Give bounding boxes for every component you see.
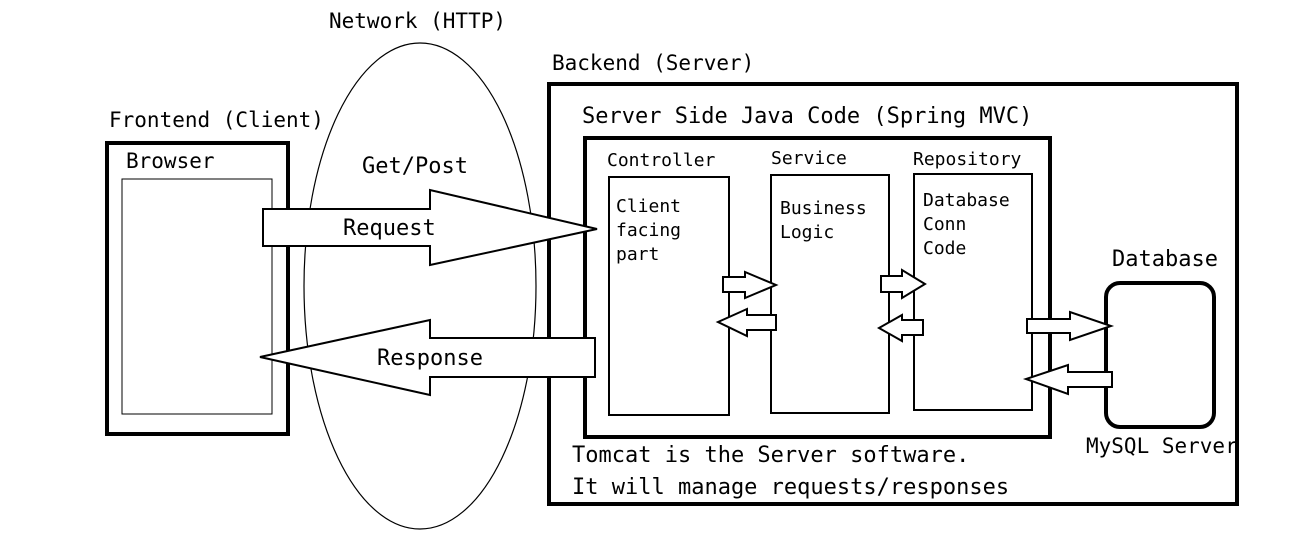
database-title: Database xyxy=(1112,247,1218,272)
controller-box xyxy=(608,176,730,416)
repository-to-service-arrow xyxy=(876,313,924,343)
network-method-label: Get/Post xyxy=(362,154,468,179)
repository-box xyxy=(913,173,1033,411)
repository-to-database-arrow xyxy=(1026,310,1115,342)
service-to-repository-arrow xyxy=(880,268,927,300)
controller-title: Controller xyxy=(607,150,716,171)
controller-line: facing xyxy=(616,220,681,241)
network-title: Network (HTTP) xyxy=(329,9,506,33)
controller-to-service-arrow xyxy=(722,270,779,300)
repository-line: Code xyxy=(923,238,966,259)
network-ellipse xyxy=(303,42,537,530)
controller-line: part xyxy=(616,244,659,265)
backend-box xyxy=(547,82,1239,506)
database-cylinder xyxy=(1104,281,1216,429)
service-line: Logic xyxy=(780,222,834,243)
request-label: Request xyxy=(343,216,436,241)
service-line: Business xyxy=(780,198,867,219)
response-label: Response xyxy=(377,346,483,371)
repository-line: Database xyxy=(923,190,1010,211)
backend-title: Backend (Server) xyxy=(552,51,754,75)
browser-viewport xyxy=(121,178,273,415)
tomcat-note-line: Tomcat is the Server software. xyxy=(572,443,969,468)
response-arrow xyxy=(259,318,596,397)
server-code-title: Server Side Java Code (Spring MVC) xyxy=(582,104,1032,129)
mysql-server-label: MySQL Server xyxy=(1086,434,1238,458)
frontend-title: Frontend (Client) xyxy=(109,108,324,132)
repository-title: Repository xyxy=(913,149,1022,170)
repository-line: Conn xyxy=(923,214,966,235)
spring-mvc-box xyxy=(583,136,1052,439)
database-to-repository-arrow xyxy=(1022,363,1113,396)
service-box xyxy=(770,174,890,414)
service-title: Service xyxy=(771,148,847,169)
browser-box xyxy=(105,141,290,436)
browser-label: Browser xyxy=(126,149,215,173)
request-arrow xyxy=(262,188,598,267)
tomcat-note-line: It will manage requests/responses xyxy=(572,475,1009,500)
service-to-controller-arrow xyxy=(715,307,777,338)
controller-line: Client xyxy=(616,196,681,217)
